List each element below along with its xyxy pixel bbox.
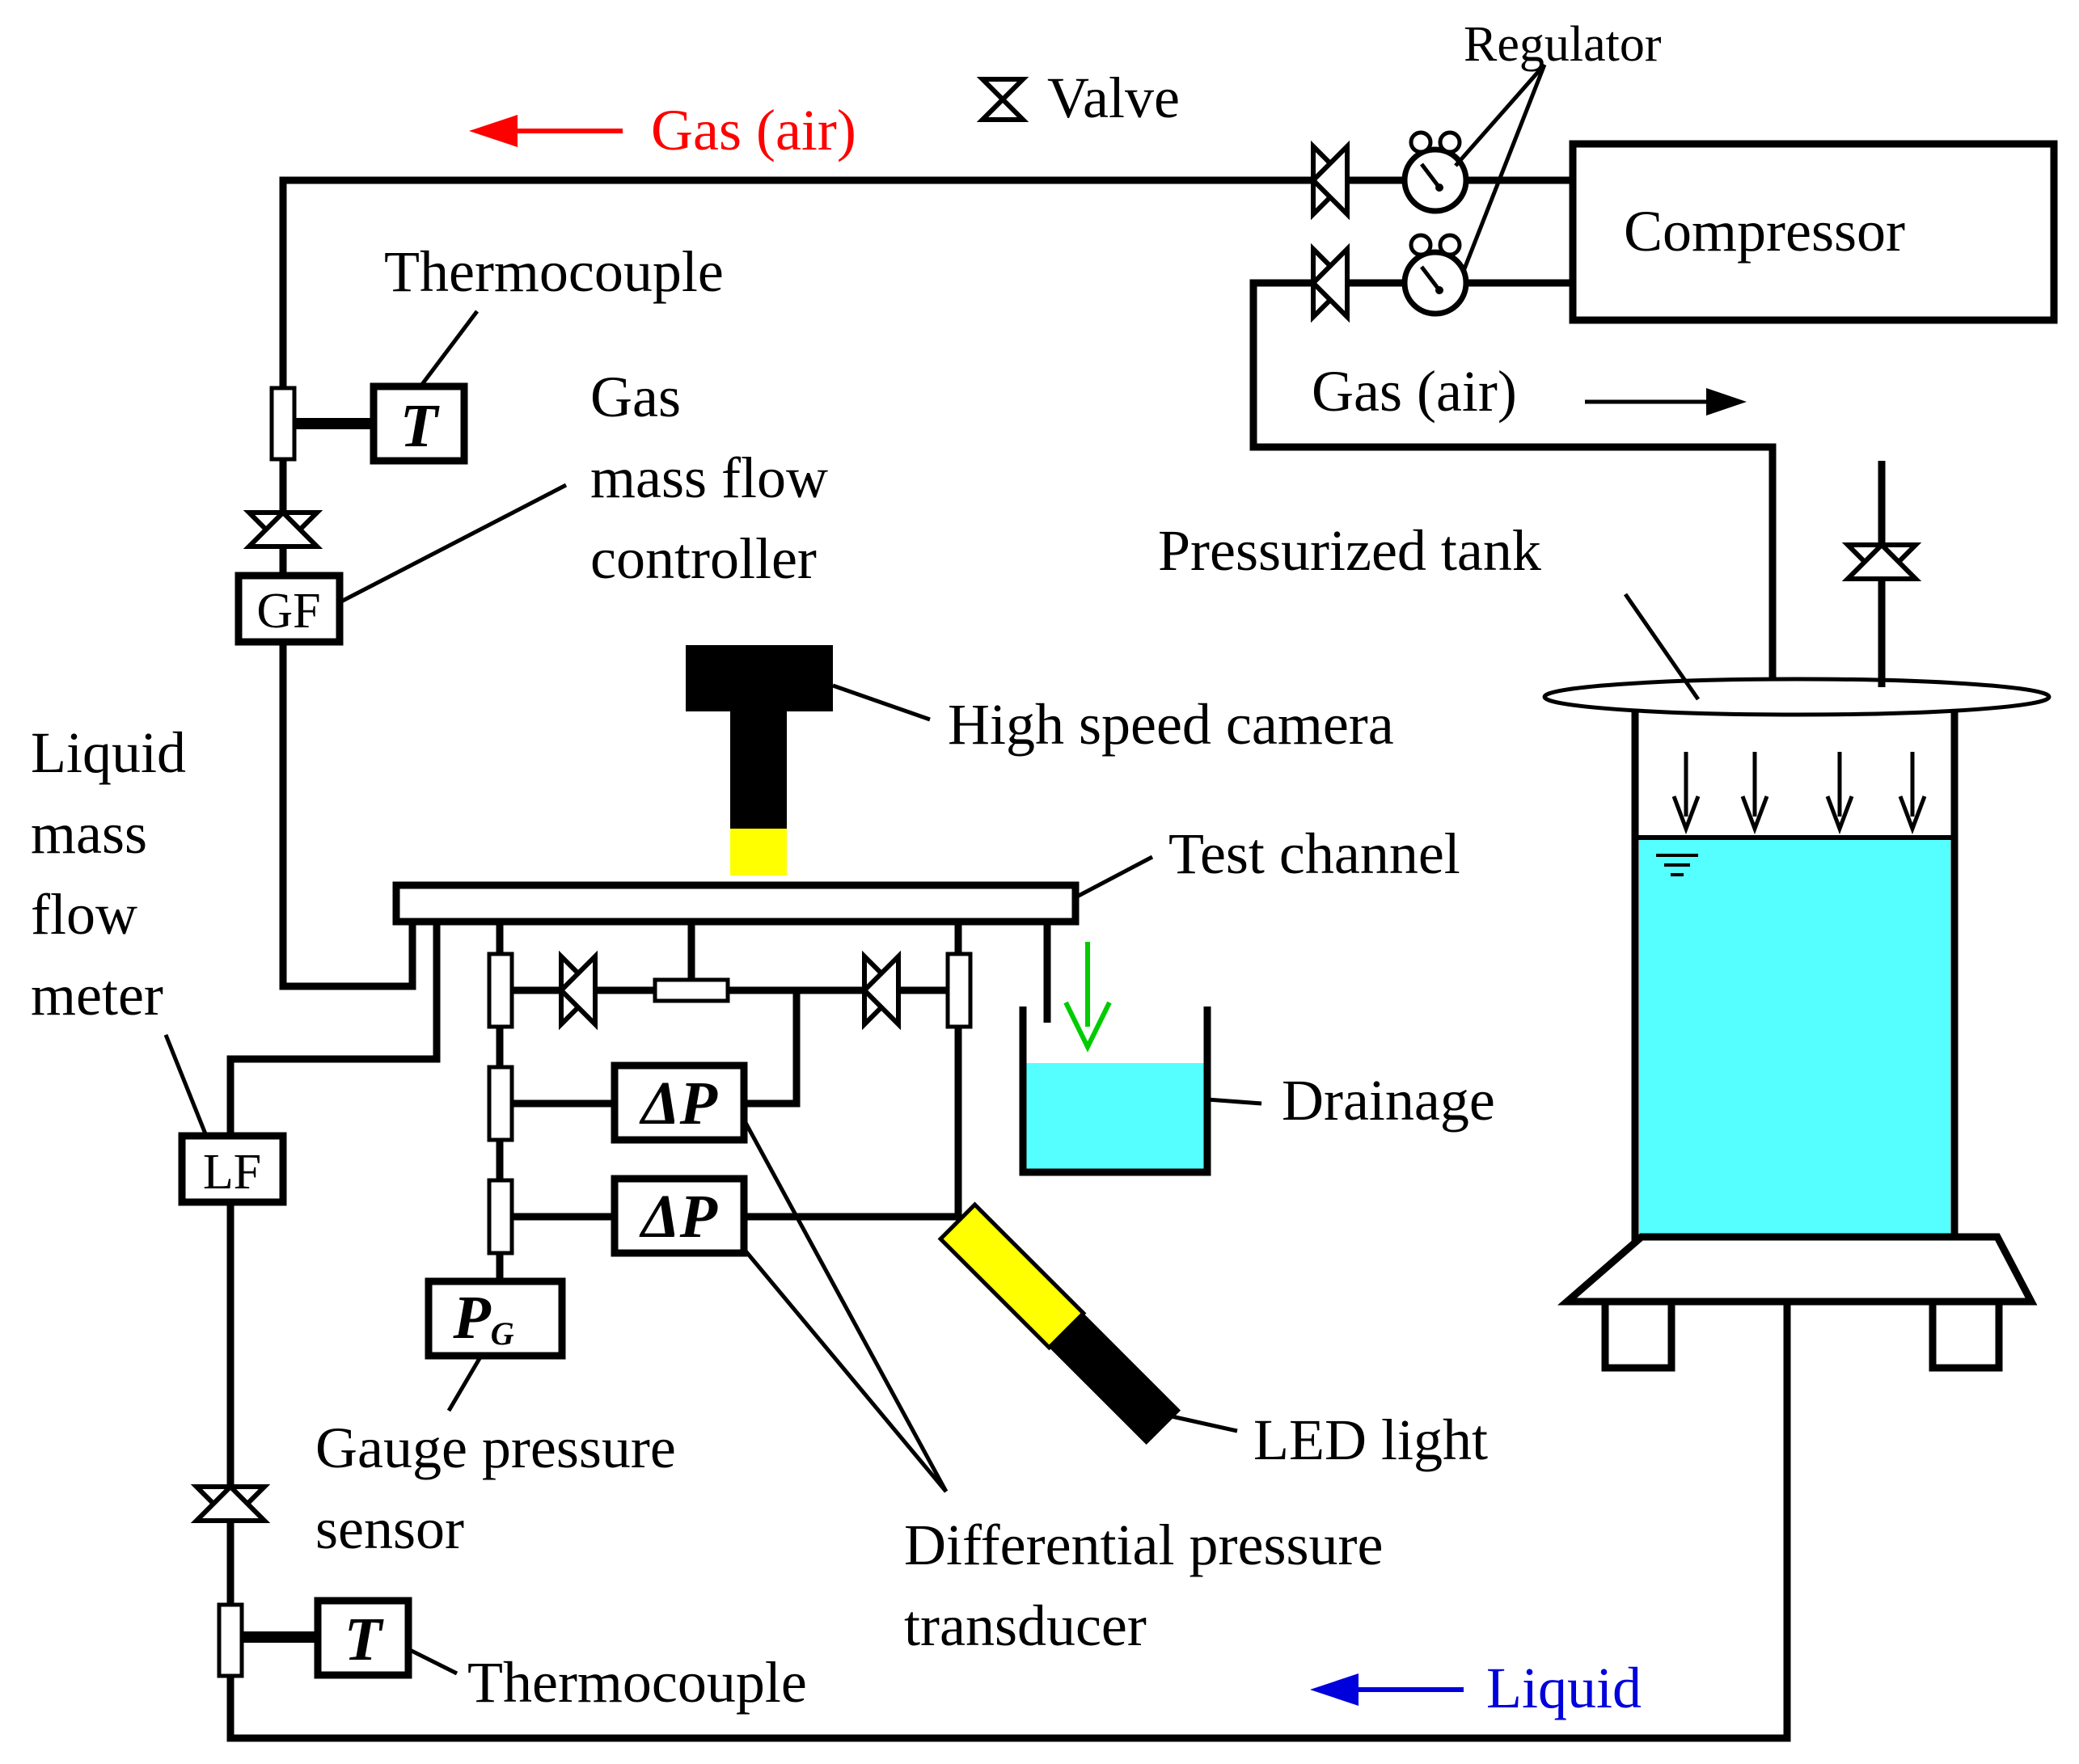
label-high-speed-camera: High speed camera [948, 692, 1394, 757]
thermocouple-bottom-symbol: T [344, 1606, 384, 1673]
label-compressor: Compressor [1624, 199, 1905, 264]
gas-in-arrow [1585, 388, 1747, 416]
label-diff-1: Differential pressure [904, 1513, 1383, 1577]
drainage-water [1023, 1063, 1207, 1171]
test-channel-leader [1074, 855, 1154, 900]
pressure-tap-line-2 [744, 922, 962, 1221]
tank-stand [1557, 1233, 2038, 1306]
camera-body[interactable] [686, 645, 833, 711]
led-light[interactable] [937, 1201, 1181, 1445]
label-gas-out: Gas (air) [651, 98, 856, 162]
label-gauge-2: sensor [315, 1496, 464, 1561]
label-gas-in: Gas (air) [1312, 359, 1517, 424]
camera-lens [730, 829, 787, 876]
gas-line-controller-down [279, 639, 416, 990]
tee-fitting-top [269, 386, 297, 462]
gauge-pressure-box[interactable] [425, 1277, 566, 1360]
regulator-upper[interactable] [1401, 130, 1469, 214]
thermocouple-top-symbol: T [400, 392, 440, 460]
label-liquid-mfm-3: flow [31, 882, 137, 947]
label-regulator: Regulator [1464, 17, 1662, 72]
gas-out-arrow [469, 115, 623, 147]
regulator-leader-1 [1454, 63, 1546, 167]
tee-tap-4 [945, 952, 973, 1029]
regulator-leader-2 [1461, 64, 1547, 272]
drainage-leader [1206, 1097, 1262, 1106]
label-led-light: LED light [1253, 1407, 1488, 1472]
gauge-p-symbol: PG [452, 1284, 513, 1352]
label-thermocouple-bottom: Thermocouple [467, 1650, 807, 1715]
delta-p-1-right [744, 990, 801, 1108]
tank-leg-right [1929, 1298, 2003, 1372]
compressor-box[interactable] [1569, 140, 2058, 324]
valve-gas-controller[interactable] [249, 513, 317, 547]
label-thermocouple-top: Thermocouple [384, 239, 724, 304]
tank-lid [1542, 677, 2052, 717]
label-liquid-mfm-1: Liquid [31, 720, 186, 785]
gas-line-tank [1249, 279, 1777, 694]
camera-leader [832, 683, 931, 722]
camera-barrel [730, 711, 787, 829]
test-channel[interactable] [392, 881, 1080, 926]
label-gas-mfc-1: Gas [590, 365, 681, 429]
liquid-return-line [226, 1302, 1791, 1742]
liquid-mfm-leader [163, 1034, 209, 1137]
tank-pressure-arrows [1671, 752, 1927, 835]
led-leader [1164, 1412, 1238, 1433]
tank-water [1639, 838, 1950, 1272]
label-gas-mfc-2: mass flow [590, 445, 828, 510]
label-gauge-1: Gauge pressure [315, 1416, 676, 1480]
thermocouple-top-leader [419, 310, 479, 388]
water-level-symbol [1656, 854, 1698, 876]
valve-tank-vent[interactable] [1848, 545, 1916, 579]
label-gas-mfc-3: controller [590, 526, 817, 591]
delta-p-transducer-2[interactable] [611, 1175, 748, 1257]
gas-flow-controller-box[interactable] [235, 572, 344, 646]
thermocouple-bottom-leader [407, 1647, 458, 1676]
tee-fitting-bottom [217, 1602, 244, 1678]
gas-mfc-leader [338, 483, 568, 605]
tee-tap-2 [487, 1065, 514, 1142]
gas-line-top [279, 176, 1573, 388]
label-test-channel: Test channel [1168, 821, 1460, 886]
diff-leader-1 [742, 1118, 949, 1493]
thermocouple-bottom-box[interactable] [314, 1597, 412, 1679]
label-liquid: Liquid [1486, 1656, 1642, 1720]
tank-leg-left [1601, 1298, 1675, 1372]
label-liquid-mfm-4: meter [31, 963, 163, 1028]
valve-liquid[interactable] [196, 1487, 264, 1521]
valve-tap-right[interactable] [864, 956, 898, 1024]
liquid-flow-meter-box[interactable] [178, 1132, 287, 1206]
label-liquid-mfm-2: mass [31, 801, 147, 866]
tee-tap-3 [487, 1178, 514, 1255]
delta-p-1-symbol: ΔP [639, 1070, 718, 1137]
delta-p-2-symbol: ΔP [639, 1183, 718, 1251]
gas-flow-symbol: GF [256, 584, 320, 639]
delta-p-transducer-1[interactable] [611, 1061, 748, 1144]
valve-legend-icon [976, 77, 1029, 122]
drain-flow-arrow [1063, 942, 1112, 1053]
tank-leader [1623, 593, 1701, 701]
thermocouple-top-box[interactable] [370, 382, 468, 465]
label-pressurized-tank: Pressurized tank [1158, 518, 1541, 583]
valve-tap-left[interactable] [561, 956, 595, 1024]
valve-gas-upper[interactable] [1313, 146, 1347, 214]
label-diff-2: transducer [904, 1593, 1147, 1658]
label-drainage: Drainage [1282, 1068, 1495, 1133]
liquid-line-channel-inlet [226, 922, 441, 1148]
label-valve: Valve [1047, 65, 1180, 130]
valve-gas-lower[interactable] [1313, 249, 1347, 317]
drainage-basin [1019, 1006, 1211, 1176]
tee-tap-mid [653, 977, 730, 1003]
liquid-flow-symbol: LF [203, 1145, 261, 1200]
regulator-lower[interactable] [1401, 233, 1469, 317]
liquid-flow-arrow [1310, 1673, 1464, 1706]
tee-tap-1 [487, 952, 514, 1029]
gauge-leader [446, 1354, 484, 1412]
diff-leader-2 [742, 1247, 948, 1493]
